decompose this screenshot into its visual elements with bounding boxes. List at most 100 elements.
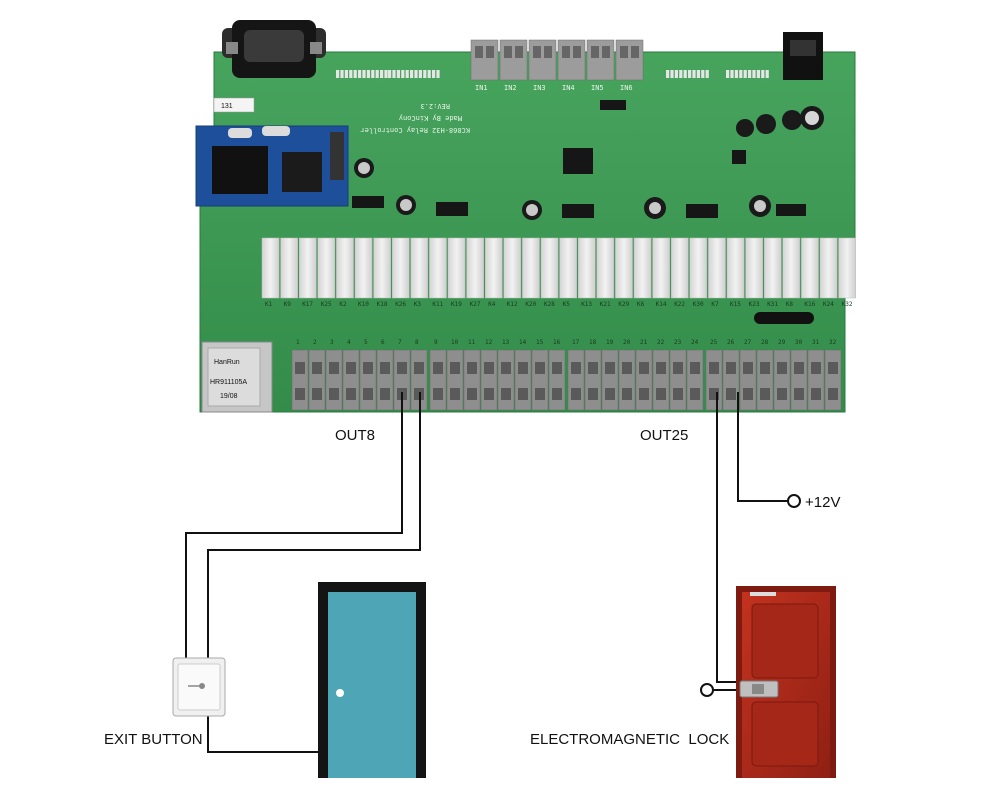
- relay: [354, 237, 373, 299]
- terminal-lever: [673, 388, 683, 400]
- terminal-lever: [535, 388, 545, 400]
- terminal-lever: [484, 388, 494, 400]
- terminal-slot: [739, 349, 757, 411]
- ic-chip: [732, 150, 746, 164]
- terminal-slot: [584, 349, 602, 411]
- terminal-lever: [588, 388, 598, 400]
- wire-exit-door: [207, 716, 318, 753]
- power-terminal: [787, 494, 801, 508]
- terminal-lever: [591, 46, 599, 58]
- terminal-lever: [515, 46, 523, 58]
- terminal-lever: [828, 362, 838, 374]
- terminal-lever: [552, 388, 562, 400]
- terminal-slot: [359, 349, 377, 411]
- terminal-number: 6: [381, 339, 385, 346]
- relay-label: K13: [581, 301, 592, 308]
- terminal-number: 4: [347, 339, 351, 346]
- terminal-number: 2: [313, 339, 317, 346]
- header-pin: [371, 70, 375, 78]
- terminal-lever: [605, 388, 615, 400]
- terminal-lever: [794, 388, 804, 400]
- terminal-number: 19: [606, 339, 614, 346]
- terminal-lever: [726, 362, 736, 374]
- terminal-lever: [588, 362, 598, 374]
- board-maker-text: Made By KinCony: [399, 114, 462, 122]
- header-pin: [726, 70, 730, 78]
- terminal-lever: [501, 388, 511, 400]
- terminal-number: 25: [710, 339, 718, 346]
- relay-label: K16: [804, 301, 815, 308]
- relay: [615, 237, 633, 299]
- terminal-lever: [656, 362, 666, 374]
- terminal-lever: [535, 362, 545, 374]
- board-id-text: 131: [221, 103, 233, 110]
- terminal-lever: [450, 362, 460, 374]
- pin-header-rows: [336, 70, 769, 78]
- terminal-number: 21: [640, 339, 648, 346]
- board-model-text: KC868-H32 Relay Controller: [360, 126, 470, 134]
- header-pin: [358, 70, 362, 78]
- lock-terminal: [700, 683, 714, 697]
- input-header-label: IN6: [620, 84, 633, 92]
- terminal-slot: [325, 349, 343, 411]
- relay-label: K4: [488, 301, 496, 308]
- header-pin: [670, 70, 674, 78]
- terminal-lever: [295, 362, 305, 374]
- board-id-sticker: [213, 97, 255, 113]
- terminal-lever: [573, 46, 581, 58]
- ic-chip: [600, 100, 626, 110]
- header-pin: [340, 70, 344, 78]
- terminal-lever: [346, 362, 356, 374]
- terminal-number: 30: [795, 339, 803, 346]
- header-pin: [344, 70, 348, 78]
- terminal-slot: [291, 349, 309, 411]
- relay: [596, 237, 615, 299]
- terminal-lever: [709, 362, 719, 374]
- relay: [410, 237, 429, 299]
- header-pin: [688, 70, 692, 78]
- terminal-lever: [690, 362, 700, 374]
- header-pin: [396, 70, 400, 78]
- terminal-number: 18: [589, 339, 597, 346]
- header-pin: [375, 70, 379, 78]
- terminal-number: 3: [330, 339, 334, 346]
- rj45-part: HR911105A: [210, 379, 247, 386]
- terminal-number: 29: [778, 339, 786, 346]
- rj45-date: 19/08: [220, 393, 238, 400]
- terminal-lever: [363, 388, 373, 400]
- relay-label: K21: [600, 301, 611, 308]
- terminal-number: 11: [468, 339, 476, 346]
- terminal-number: 8: [415, 339, 419, 346]
- terminal-number: 13: [502, 339, 510, 346]
- relay: [708, 237, 726, 299]
- ethernet-module: [195, 125, 349, 207]
- header-pin: [336, 70, 340, 78]
- terminal-number: 7: [398, 339, 402, 346]
- header-pin: [743, 70, 747, 78]
- terminal-lever: [544, 46, 552, 58]
- terminal-number: 14: [519, 339, 527, 346]
- relay-label: K1: [265, 301, 273, 308]
- relay-label: K24: [823, 301, 834, 308]
- relay: [280, 237, 298, 299]
- terminal-lever: [518, 362, 528, 374]
- board-black-label: [754, 312, 814, 324]
- relay-label: K11: [432, 301, 443, 308]
- header-pin: [734, 70, 738, 78]
- terminal-slot: [514, 349, 532, 411]
- relay: [763, 237, 782, 299]
- terminal-lever: [631, 46, 639, 58]
- exit-button-device: [172, 657, 226, 717]
- terminal-lever: [363, 362, 373, 374]
- terminal-number: 20: [623, 339, 631, 346]
- relay-label: K28: [544, 301, 555, 308]
- relay-label: K7: [711, 301, 719, 308]
- terminal-number: 27: [744, 339, 752, 346]
- header-pin: [353, 70, 357, 78]
- terminal-slot: [497, 349, 515, 411]
- ic-chip: [436, 202, 468, 216]
- terminal-lever: [329, 388, 339, 400]
- terminal-lever: [571, 362, 581, 374]
- relay-label: K25: [321, 301, 332, 308]
